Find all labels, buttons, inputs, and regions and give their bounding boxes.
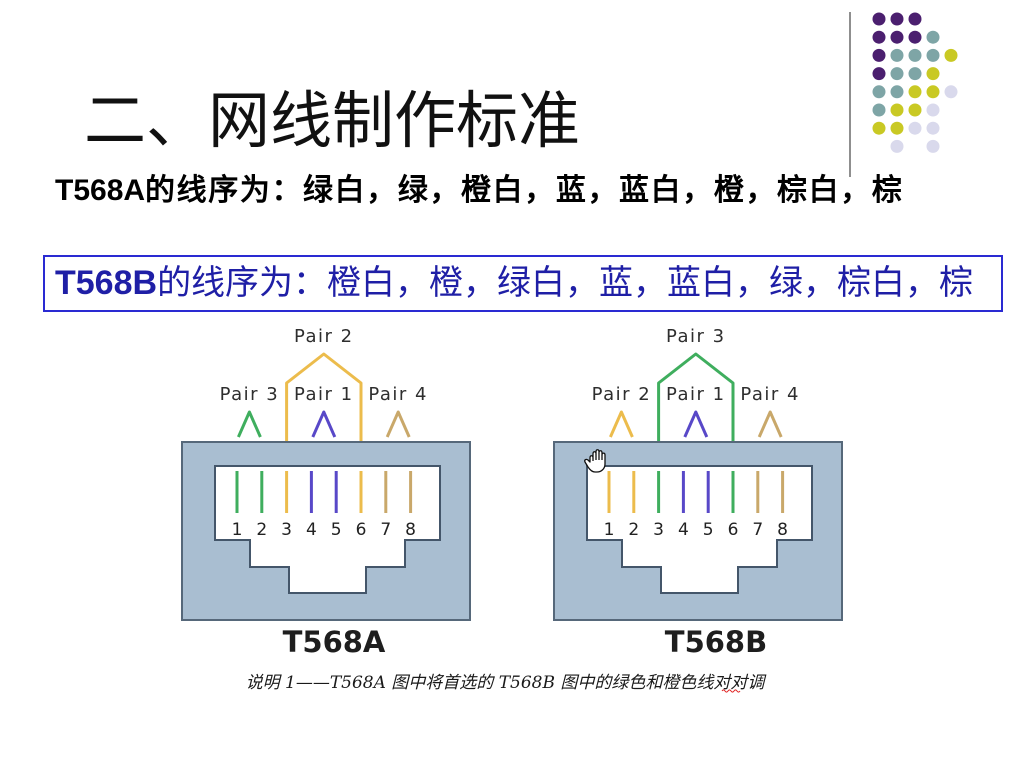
decor-dot [890,85,904,99]
side-pair-label: Pair 4 [368,384,428,405]
decor-dot [890,48,904,62]
decor-dot [890,121,904,135]
pair-twist-symbol [609,410,634,438]
decor-dot [908,12,922,26]
pair-twist-symbol [385,410,411,438]
side-pair-label: Pair 3 [220,384,280,405]
slide-title: 二、网线制作标准 [84,84,581,157]
pin-number: 1 [232,520,243,540]
side-pair-label: Pair 2 [592,384,652,405]
decor-dot [872,12,886,26]
decor-dot [908,48,922,62]
decor-dot [890,30,904,44]
decor-dot [926,48,940,62]
pair-twist-symbol [311,410,337,438]
decor-dot [926,67,940,81]
pin-number: 4 [306,520,317,540]
hand-cursor-icon [584,449,606,473]
decor-dot [926,103,940,117]
decor-dot [872,67,886,81]
pair-twist-symbol [683,410,709,438]
spellcheck-underline [721,689,741,693]
connector-name-label: T568A [283,625,386,659]
pin-number: 5 [703,520,714,540]
t568a-order-line: T568A的线序为：绿白，绿，橙白，蓝，蓝白，橙，棕白，棕 [55,172,903,210]
decor-dot [890,139,904,153]
pin-number: 6 [356,520,367,540]
jack-opening [586,465,813,594]
decor-dot [872,85,886,99]
side-pair-label: Pair 1 [294,384,354,405]
decor-dot [908,30,922,44]
decor-dot [872,30,886,44]
pin-number: 3 [653,520,664,540]
top-pair-trace [285,352,363,442]
pin-number: 6 [728,520,739,540]
jack-opening [214,465,441,594]
pin-number: 7 [380,520,391,540]
decor-dot [944,48,958,62]
hand-cursor-finger-lines [592,453,603,461]
decor-dot [908,85,922,99]
pin-number: 3 [281,520,292,540]
t568a-sequence: 的线序为：绿白，绿，橙白，蓝，蓝白，橙，棕白，棕 [145,174,904,207]
pin-number: 2 [256,520,267,540]
decor-dot [872,103,886,117]
pair-twist-symbol [757,410,783,438]
decor-dot [890,103,904,117]
decor-dot [926,30,940,44]
decor-dot [926,139,940,153]
t568a-code: T568A [55,174,146,207]
decor-dot [908,121,922,135]
pin-number: 1 [604,520,615,540]
t568b-code: T568B [55,264,158,302]
side-pair-label: Pair 1 [666,384,726,405]
pin-number: 5 [331,520,342,540]
connector-name-label: T568B [665,625,767,659]
t568b-sequence: 的线序为：橙白，橙，绿白，蓝，蓝白，绿，棕白，棕 [157,264,974,302]
pin-number: 7 [752,520,763,540]
top-pair-label: Pair 2 [294,326,354,347]
top-pair-trace [657,352,735,442]
decor-dot [944,85,958,99]
pin-number: 4 [678,520,689,540]
diagram-caption: 说明 1——T568A 图中将首选的 T568B 图中的绿色和橙色线对对调 [245,673,765,693]
pin-number: 2 [628,520,639,540]
decor-dot [872,121,886,135]
decor-dot [890,12,904,26]
decor-dot [908,103,922,117]
decorative-dot-grid [849,12,958,177]
top-pair-label: Pair 3 [666,326,726,347]
decor-dot [890,67,904,81]
t568b-box: T568B的线序为：橙白，橙，绿白，蓝，蓝白，绿，棕白，棕 [43,255,1003,312]
side-pair-label: Pair 4 [740,384,800,405]
pair-twist-symbol [237,410,262,438]
pin-number: 8 [405,520,416,540]
decor-dot [926,85,940,99]
decor-dot [872,48,886,62]
decor-dot [908,67,922,81]
pin-number: 8 [777,520,788,540]
decor-dot [926,121,940,135]
hand-cursor-shape [584,449,606,473]
